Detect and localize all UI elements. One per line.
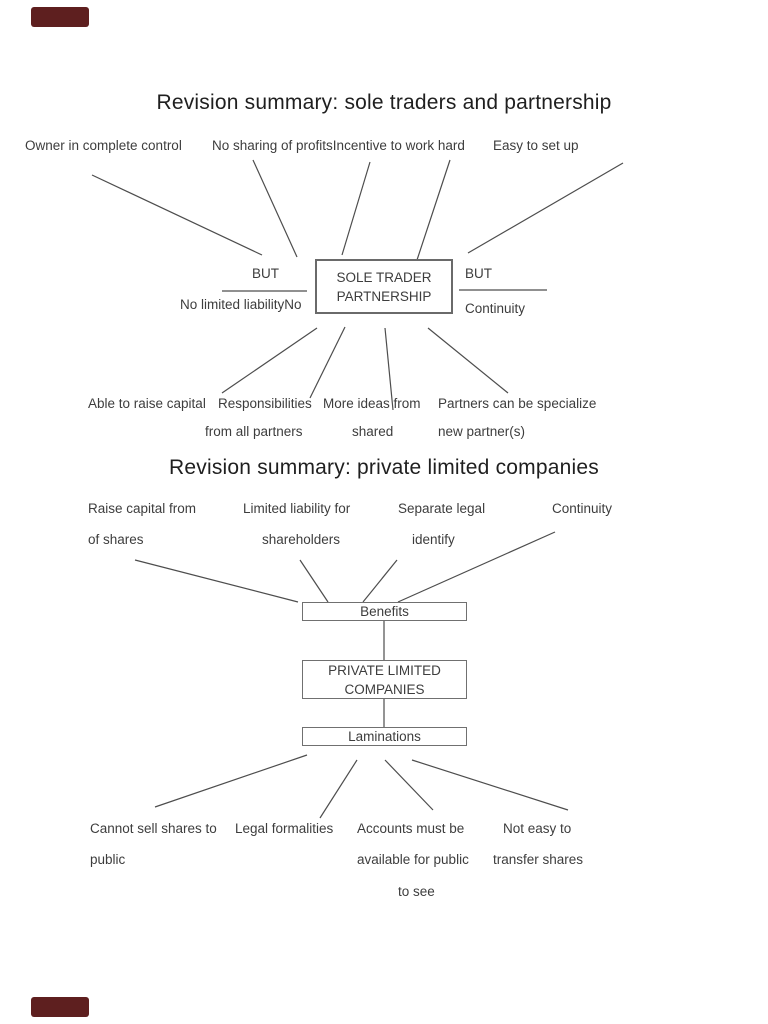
label-shared: shared <box>352 424 394 439</box>
private-limited-companies-box: PRIVATE LIMITED COMPANIES <box>302 660 467 699</box>
label-continuity-right: Continuity <box>465 301 526 316</box>
label-cannot-sell-shares: Cannot sell shares to <box>90 821 217 836</box>
label-public: public <box>90 852 126 867</box>
box-line-1: SOLE TRADER <box>336 269 432 285</box>
label-not-easy-to: Not easy to <box>503 821 572 836</box>
label-identify: identify <box>412 532 455 547</box>
label-from-all-partners: from all partners <box>205 424 303 439</box>
label-but-right: BUT <box>465 266 492 281</box>
label-no-sharing-incentive: No sharing of profitsIncentive to work h… <box>212 138 465 153</box>
label-partners-specialize: Partners can be specialize <box>438 396 597 411</box>
label-to-see: to see <box>398 884 435 899</box>
label-transfer-shares: transfer shares <box>493 852 584 867</box>
corner-mark-bottom <box>31 997 89 1017</box>
plc-box-line-1: PRIVATE LIMITED <box>328 662 441 678</box>
label-available-for-public: available for public <box>357 852 469 867</box>
label-but-left: BUT <box>252 266 279 281</box>
plc-box-line-2: COMPANIES <box>344 681 425 697</box>
label-continuity-plc: Continuity <box>552 501 613 516</box>
label-new-partners: new partner(s) <box>438 424 526 439</box>
label-responsibilities: Responsibilities <box>218 396 312 411</box>
label-more-ideas: More ideas from <box>323 396 421 411</box>
diagram2-title: Revision summary: private limited compan… <box>169 456 599 479</box>
label-separate-legal: Separate legal <box>398 501 486 516</box>
limitations-label: Laminations <box>348 729 421 744</box>
box-line-2: PARTNERSHIP <box>336 288 432 304</box>
sole-trader-partnership-box: SOLE TRADER PARTNERSHIP <box>315 259 453 314</box>
label-no-limited-liability: No limited liabilityNo <box>180 297 302 312</box>
label-owner-control: Owner in complete control <box>25 138 182 153</box>
label-easy-setup: Easy to set up <box>493 138 579 153</box>
label-accounts-must-be: Accounts must be <box>357 821 465 836</box>
benefits-box: Benefits <box>302 602 467 621</box>
benefits-label: Benefits <box>360 604 409 619</box>
corner-mark-top <box>31 7 89 27</box>
label-of-shares: of shares <box>88 532 144 547</box>
limitations-box: Laminations <box>302 727 467 746</box>
label-shareholders: shareholders <box>262 532 341 547</box>
label-raise-capital-from: Raise capital from <box>88 501 197 516</box>
label-legal-formalities: Legal formalities <box>235 821 334 836</box>
label-raise-capital: Able to raise capital <box>88 396 206 411</box>
label-limited-liability: Limited liability for <box>243 501 351 516</box>
diagram1-title: Revision summary: sole traders and partn… <box>156 91 612 114</box>
